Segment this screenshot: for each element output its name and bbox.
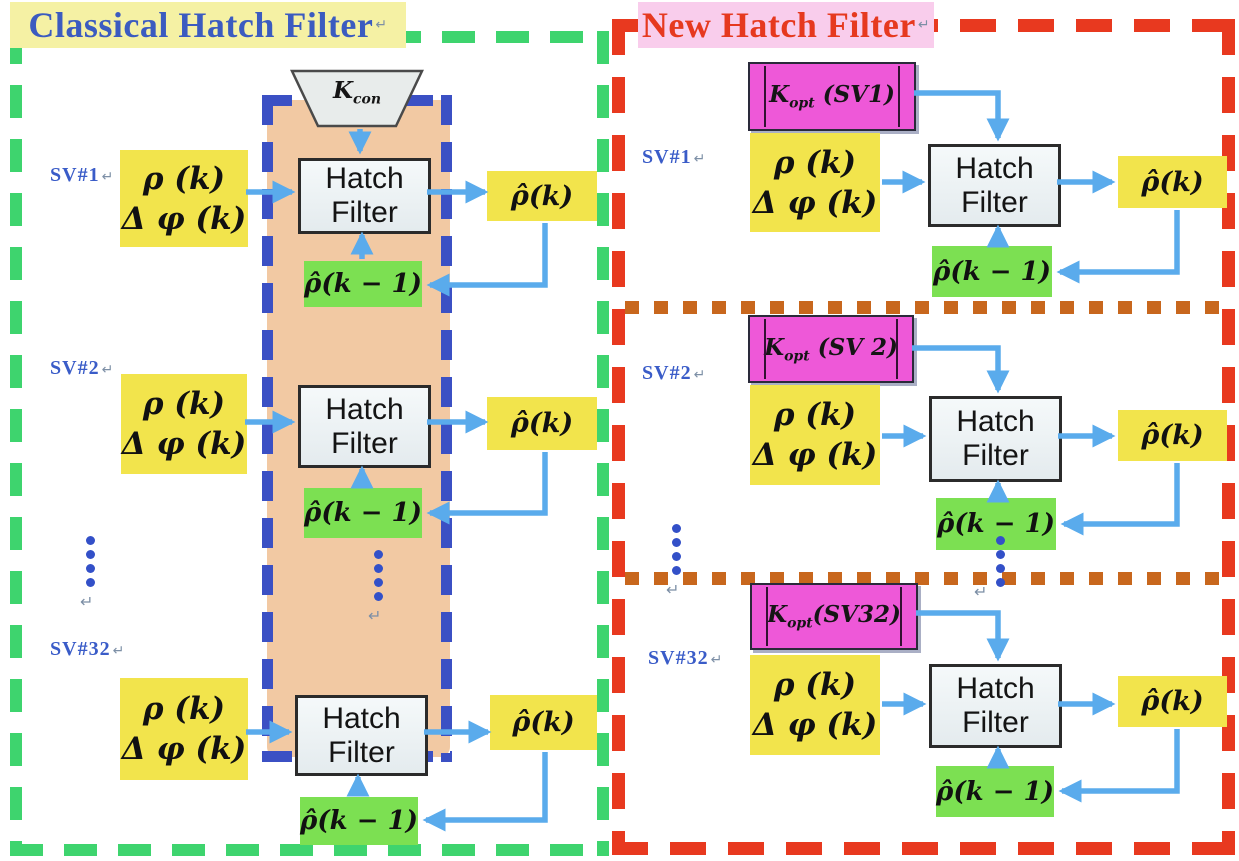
return-mark: ↵ — [666, 582, 680, 599]
kopt-gain-box-sv1: Kopt (SV1) — [748, 62, 916, 131]
carrier-phase-formula: Δ φ (k) — [121, 426, 247, 462]
pseudorange-formula: ρ (k) — [773, 397, 857, 433]
return-mark: ↵ — [80, 594, 94, 611]
input-box-new-1: ρ (k) Δ φ (k) — [750, 133, 880, 232]
sv-label-new-32: SV#32↵ — [648, 647, 724, 669]
vertical-ellipsis — [86, 536, 95, 587]
kcon-base: K — [332, 77, 353, 104]
prev-output-box-new-32: ρ̂(k − 1) — [936, 766, 1054, 817]
new-title: New Hatch Filter↵ — [638, 2, 934, 48]
vertical-ellipsis — [996, 536, 1005, 587]
prev-output-box-classical-2: ρ̂(k − 1) — [304, 488, 422, 538]
new-border-bottom — [612, 842, 1235, 855]
sv-label-new-1: SV#1↵ — [642, 146, 707, 168]
carrier-phase-formula: Δ φ (k) — [752, 437, 878, 473]
new-border-right — [1222, 19, 1235, 855]
carrier-phase-formula: Δ φ (k) — [752, 184, 878, 221]
return-mark: ↵ — [917, 17, 931, 33]
output-box-new-2: ρ̂(k) — [1118, 410, 1227, 461]
input-box-new-2: ρ (k) Δ φ (k) — [750, 385, 880, 485]
kcon-gain-label: Kcon — [289, 77, 425, 108]
arrow-kopt-to-filter-1 — [914, 90, 1010, 142]
output-box-classical-2: ρ̂(k) — [487, 397, 597, 450]
return-mark: ↵ — [375, 17, 388, 33]
input-box-new-32: ρ (k) Δ φ (k) — [750, 655, 880, 755]
sv-label-classical-1: SV#1↵ — [50, 164, 115, 186]
output-box-new-1: ρ̂(k) — [1118, 156, 1227, 208]
kopt-gain-box-sv2: Kopt (SV 2) — [748, 315, 914, 383]
classical-border-left — [10, 31, 22, 856]
pseudorange-formula: ρ (k) — [773, 667, 857, 703]
output-box-classical-1: ρ̂(k) — [487, 171, 597, 221]
carrier-phase-formula: Δ φ (k) — [121, 200, 247, 237]
sv-label-new-2: SV#2↵ — [642, 362, 707, 384]
classical-border-right — [597, 31, 609, 856]
return-mark: ↵ — [368, 608, 382, 625]
prev-output-box-new-1: ρ̂(k − 1) — [932, 246, 1052, 297]
kcon-trapezoid — [290, 69, 424, 128]
output-box-new-32: ρ̂(k) — [1118, 676, 1227, 727]
classical-title: Classical Hatch Filter↵ — [10, 2, 406, 48]
output-box-classical-32: ρ̂(k) — [490, 695, 597, 750]
return-mark: ↵ — [974, 584, 988, 601]
new-border-left — [612, 19, 625, 855]
classical-title-text: Classical Hatch Filter — [28, 5, 374, 45]
new-panel-separator-1 — [625, 301, 1222, 314]
arrow-kopt-to-filter-32 — [916, 610, 1010, 662]
input-box-classical-1: ρ (k) Δ φ (k) — [120, 150, 248, 247]
carrier-phase-formula: Δ φ (k) — [752, 707, 878, 743]
pseudorange-formula: ρ (k) — [773, 144, 857, 181]
sv-label-classical-32: SV#32↵ — [50, 638, 126, 660]
new-title-text: New Hatch Filter — [641, 5, 916, 45]
carrier-phase-formula: Δ φ (k) — [121, 731, 247, 767]
pseudorange-formula: ρ (k) — [142, 160, 226, 197]
pseudorange-formula: ρ (k) — [142, 386, 226, 422]
arrow-kopt-to-filter-2 — [912, 345, 1010, 394]
input-box-classical-32: ρ (k) Δ φ (k) — [120, 678, 248, 780]
new-panel-separator-2 — [625, 572, 1222, 585]
pseudorange-formula: ρ (k) — [142, 691, 226, 727]
sv-label-classical-2: SV#2↵ — [50, 357, 115, 379]
arrow-feedback-new-2 — [1060, 463, 1180, 536]
arrow-feedback-classical-32 — [422, 752, 548, 832]
filter-bank-border-right — [441, 95, 452, 762]
vertical-ellipsis — [374, 550, 383, 601]
kcon-sub: con — [352, 91, 382, 108]
input-box-classical-2: ρ (k) Δ φ (k) — [121, 374, 247, 474]
vertical-ellipsis — [672, 524, 681, 575]
filter-bank-border-left — [262, 95, 273, 762]
prev-output-box-classical-1: ρ̂(k − 1) — [304, 261, 422, 307]
prev-output-box-classical-32: ρ̂(k − 1) — [300, 797, 418, 845]
arrow-feedback-new-32 — [1058, 729, 1180, 803]
classical-border-bottom — [10, 844, 600, 856]
arrow-feedback-new-1 — [1056, 210, 1180, 284]
kopt-gain-box-sv32: Kopt(SV32) — [750, 583, 918, 650]
